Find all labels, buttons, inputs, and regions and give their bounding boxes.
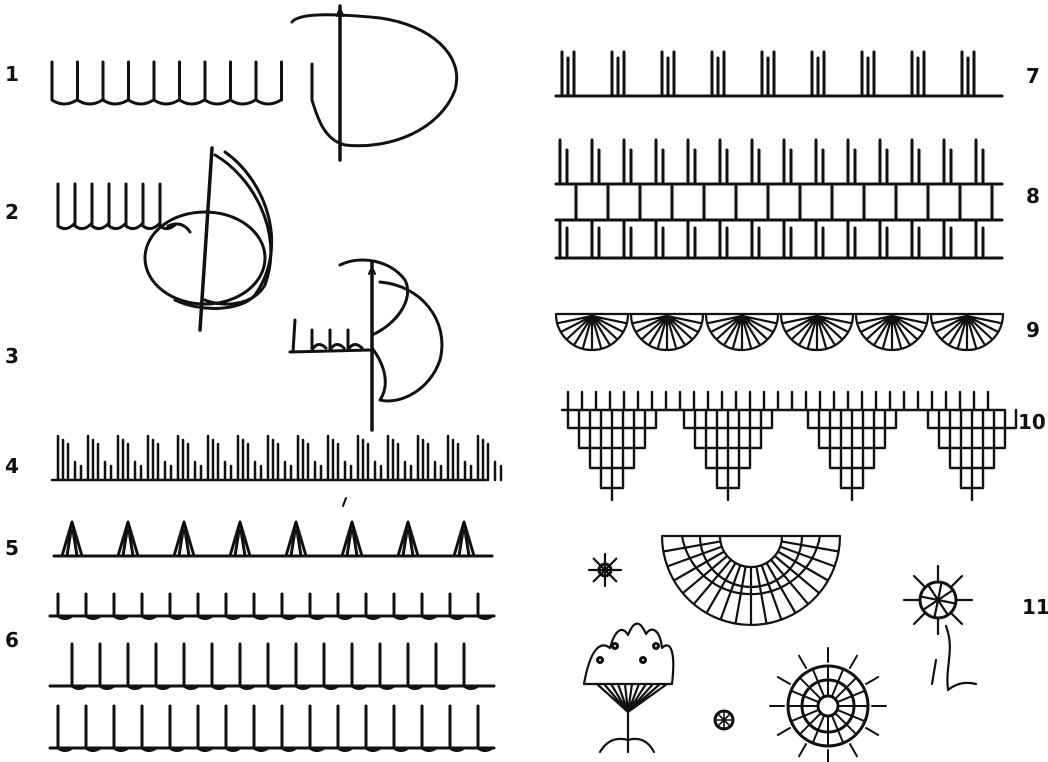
stitch-5-triangle-stitch bbox=[54, 522, 492, 556]
blanket-stitch-row bbox=[52, 62, 282, 104]
thread-loop bbox=[292, 15, 457, 146]
stitch-3-knotted-stitch bbox=[290, 260, 442, 430]
tulip-motif bbox=[584, 624, 673, 752]
thread-loop bbox=[340, 260, 442, 401]
stitch-7-triple-group-stitch bbox=[556, 52, 1002, 96]
dot bbox=[598, 658, 603, 663]
thread-strand bbox=[205, 155, 271, 304]
stitch-2-looped-stitch bbox=[58, 148, 272, 330]
scallop-fan-row bbox=[556, 314, 1003, 350]
small-round-spokes bbox=[715, 711, 733, 729]
looped-stitch-row bbox=[58, 184, 176, 229]
brick-stitch-rows bbox=[50, 594, 494, 751]
stitch-label-8: 8 bbox=[1026, 186, 1040, 206]
stitch-label-3: 3 bbox=[5, 346, 19, 366]
stitch-label-10: 10 bbox=[1018, 412, 1046, 432]
stitch-label-5: 5 bbox=[5, 538, 19, 558]
grouped-stitch-row bbox=[52, 436, 501, 480]
stitch-1-blanket-stitch bbox=[52, 6, 457, 160]
knotted-stitch-row bbox=[290, 320, 370, 352]
dot bbox=[641, 658, 646, 663]
double-row-stitch bbox=[556, 140, 1002, 258]
spiral-ring-inner bbox=[818, 696, 838, 716]
stitch-label-9: 9 bbox=[1026, 320, 1040, 340]
half-fan-motif bbox=[662, 536, 840, 625]
pyramid-stitch-row bbox=[562, 392, 1016, 500]
stitch-label-7: 7 bbox=[1026, 66, 1040, 86]
stitch-4-grouped-blanket-stitch bbox=[52, 436, 501, 506]
sun-motif bbox=[589, 554, 621, 586]
dot bbox=[654, 644, 659, 649]
stitch-6-brick-blanket-stitch bbox=[50, 594, 494, 751]
stitch-9-scallop-fan-stitch bbox=[556, 314, 1003, 350]
stitch-label-11: 11 bbox=[1022, 597, 1048, 617]
stitch-label-6: 6 bbox=[5, 630, 19, 650]
stitch-label-1: 1 bbox=[5, 64, 19, 84]
stitch-label-4: 4 bbox=[5, 456, 19, 476]
flower-motif bbox=[904, 566, 976, 690]
triple-group-row bbox=[556, 52, 1002, 96]
stitch-8-double-row-stitch bbox=[556, 140, 1002, 258]
stray-mark bbox=[343, 498, 346, 506]
stitch-11-motifs bbox=[584, 536, 976, 762]
dot bbox=[613, 644, 618, 649]
stitch-label-2: 2 bbox=[5, 202, 19, 222]
triangle-stitch-row bbox=[54, 522, 492, 556]
stitch-10-pyramid-stitch bbox=[562, 392, 1016, 500]
